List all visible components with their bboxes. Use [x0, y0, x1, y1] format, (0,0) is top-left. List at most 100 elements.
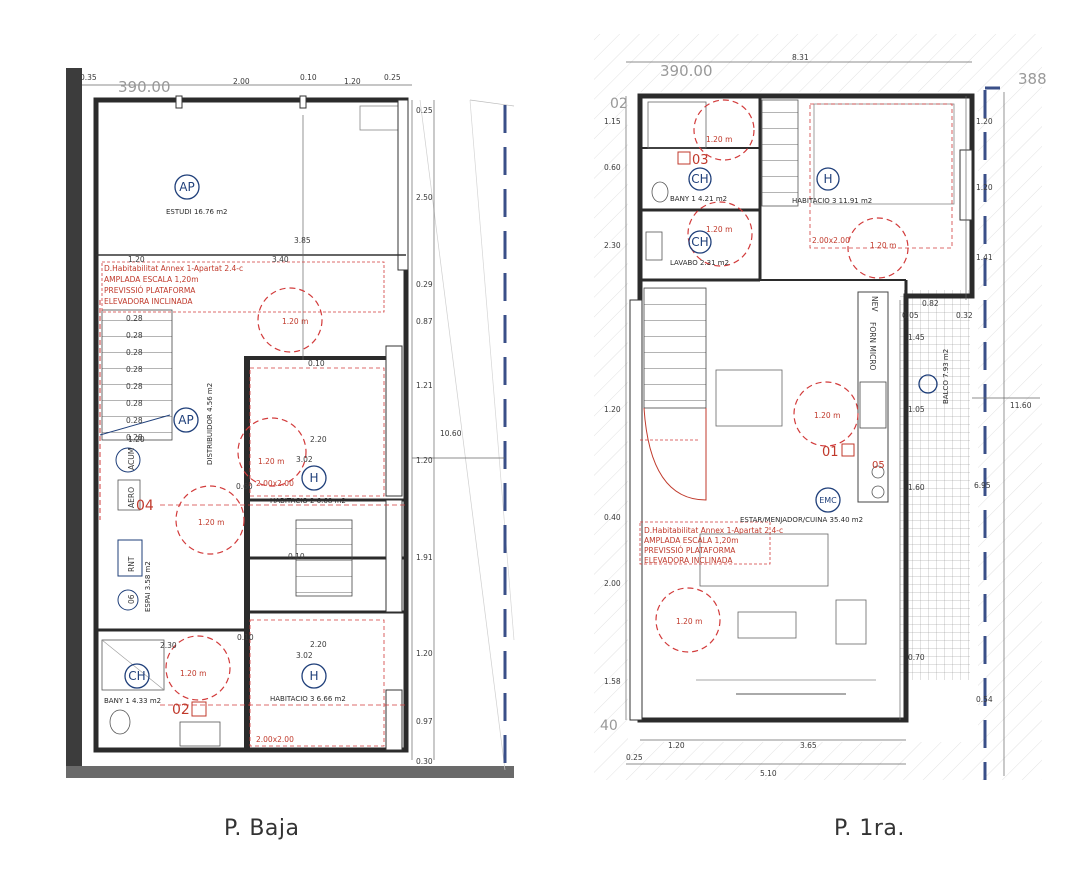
svg-text:0.54: 0.54 — [976, 695, 993, 704]
left-top-dim-4: 1.20 — [344, 77, 361, 86]
left-right-dim-9: 0.97 — [416, 717, 433, 726]
right-room-lavabo: LAVABO 2.31 m2 — [670, 259, 729, 267]
right-code-ch-1: CH — [691, 172, 708, 186]
left-plan: 390.00 0.35 2.00 0.10 1.20 0.25 — [66, 68, 515, 778]
left-misc-aero: AERO — [127, 487, 136, 508]
right-bed-label: 2.00x2.00 — [812, 236, 850, 245]
left-accessibility-note: D.Habitabilitat Annex 1-Apartat 2.4-c AM… — [104, 264, 243, 306]
svg-text:1.58: 1.58 — [604, 677, 621, 686]
svg-text:0.28: 0.28 — [126, 365, 143, 374]
right-misc-nev: NEV — [870, 296, 879, 312]
svg-text:1.20: 1.20 — [604, 405, 621, 414]
svg-text:0.28: 0.28 — [126, 348, 143, 357]
left-misc-acum: ACUM — [127, 448, 136, 470]
right-header-code: 390.00 — [660, 62, 713, 80]
svg-text:0.28: 0.28 — [126, 433, 143, 442]
right-left-dims: 1.15 0.60 2.30 1.20 0.40 2.00 1.58 — [604, 117, 621, 686]
svg-text:1.15: 1.15 — [604, 117, 621, 126]
right-accessibility-note: D.Habitabilitat Annex 1-Apartat 2.4-c AM… — [644, 526, 783, 565]
right-room-balco: BALCO 7.93 m2 — [942, 349, 950, 404]
left-room-hab3: HABITACIO 3 6.66 m2 — [270, 695, 346, 703]
svg-text:1.41: 1.41 — [976, 253, 993, 262]
right-turn-label-4: 1.20 m — [814, 411, 840, 420]
svg-text:0.32: 0.32 — [956, 311, 973, 320]
left-room-bany: BANY 1 4.33 m2 — [104, 697, 161, 705]
left-tag-04: 04 — [136, 498, 154, 514]
svg-text:ELEVADORA INCLINADA: ELEVADORA INCLINADA — [644, 556, 733, 565]
svg-text:AMPLADA ESCALA 1,20m: AMPLADA ESCALA 1,20m — [104, 275, 199, 284]
svg-text:PREVISSIÓ PLATAFORMA: PREVISSIÓ PLATAFORMA — [104, 286, 196, 295]
left-turn-label-3: 1.20 m — [198, 518, 224, 527]
left-code-ap-2: AP — [178, 413, 193, 427]
svg-text:ELEVADORA INCLINADA: ELEVADORA INCLINADA — [104, 297, 193, 306]
left-tag-02: 02 — [172, 702, 190, 718]
svg-text:0.28: 0.28 — [126, 382, 143, 391]
left-room-espai: ESPAI 3.58 m2 — [144, 561, 152, 612]
right-misc-40: 40 — [600, 718, 618, 734]
left-right-dim-3: 0.29 — [416, 280, 433, 289]
right-room-estar: ESTAR/MENJADOR/CUINA 35.40 m2 — [740, 516, 863, 524]
caption-planta-baja: P. Baja — [224, 816, 300, 841]
left-right-dim-2: 2.50 — [416, 193, 433, 202]
right-code-ch-2: CH — [691, 235, 708, 249]
left-inner-dim-1: 3.85 — [294, 236, 311, 245]
svg-text:1.20: 1.20 — [976, 183, 993, 192]
svg-text:2.30: 2.30 — [604, 241, 621, 250]
left-room-estudi: ESTUDI 16.76 m2 — [166, 208, 227, 216]
left-code-ap-1: AP — [179, 180, 194, 194]
left-inner-dim-6: 2.20 — [310, 640, 327, 649]
left-right-dim-7: 1.91 — [416, 553, 433, 562]
right-code-emc: EMC — [819, 496, 837, 505]
right-turn-label-3: 1.20 m — [870, 241, 896, 250]
left-room-distribuidor: DISTRIBUIDOR 4.56 m2 — [206, 383, 214, 465]
svg-text:0.28: 0.28 — [126, 416, 143, 425]
right-plan: 8.31 390.00 388 — [594, 34, 1047, 780]
right-outer-dim-2: 11.60 — [1010, 401, 1032, 410]
left-inner-dim-4: 2.20 — [310, 435, 327, 444]
svg-text:AMPLADA ESCALA 1,20m: AMPLADA ESCALA 1,20m — [644, 536, 739, 545]
right-misc-02: 02 — [610, 96, 628, 112]
right-header-code-2: 388 — [1018, 70, 1047, 88]
right-outer-dim-1: 6.95 — [974, 481, 991, 490]
right-code-h: H — [823, 172, 832, 186]
caption-planta-primera: P. 1ra. — [834, 816, 905, 841]
right-room-bany: BANY 1 4.21 m2 — [670, 195, 727, 203]
svg-text:0.70: 0.70 — [908, 653, 925, 662]
right-bottom-dim-4: 5.10 — [760, 769, 777, 778]
left-inner-dim-12: 0.10 — [288, 552, 305, 561]
left-code-ch: CH — [128, 669, 145, 683]
right-tag-05: 05 — [872, 460, 885, 471]
svg-text:1.05: 1.05 — [908, 405, 925, 414]
svg-text:D.Habitabilitat Annex 1-Aparta: D.Habitabilitat Annex 1-Apartat 2.4-c — [104, 264, 243, 273]
left-inner-dim-3: 1.20 — [128, 255, 145, 264]
left-right-dim-5: 1.21 — [416, 381, 433, 390]
left-room-hab2: HABITACIO 2 6.68 m2 — [270, 497, 346, 505]
left-top-dim-2: 2.00 — [233, 77, 250, 86]
right-tag-03: 03 — [692, 153, 709, 168]
left-right-dim-8: 1.20 — [416, 649, 433, 658]
right-bottom-dim-2: 3.65 — [800, 741, 817, 750]
right-bottom-dim-3: 0.25 — [626, 753, 643, 762]
right-turn-label-2: 1.20 m — [706, 225, 732, 234]
left-turn-label-1: 1.20 m — [282, 317, 308, 326]
left-code-h-1: H — [309, 471, 318, 485]
svg-text:0.60: 0.60 — [604, 163, 621, 172]
svg-text:1.20: 1.20 — [128, 435, 145, 444]
left-right-dim-10: 0.30 — [416, 757, 433, 766]
left-inner-dim-9: 0.10 — [237, 633, 254, 642]
left-header-code: 390.00 — [118, 78, 171, 96]
left-bed-label-2: 2.00x2.00 — [256, 735, 294, 744]
left-misc-rnt: RNT — [127, 556, 136, 572]
left-stair-dims: 0.28 0.28 0.28 0.28 0.28 0.28 0.28 0.28 … — [126, 314, 145, 444]
svg-text:2.00: 2.00 — [604, 579, 621, 588]
svg-text:1.20: 1.20 — [976, 117, 993, 126]
left-turn-label-2: 1.20 m — [258, 457, 284, 466]
left-total-dim: 10.60 — [440, 429, 462, 438]
svg-text:0.28: 0.28 — [126, 314, 143, 323]
left-top-dim-5: 0.25 — [384, 73, 401, 82]
svg-text:0.28: 0.28 — [126, 331, 143, 340]
left-right-dim-1: 0.25 — [416, 106, 433, 115]
left-turn-label-4: 1.20 m — [180, 669, 206, 678]
right-room-hab3: HABITACIO 3 11.91 m2 — [792, 197, 872, 205]
right-top-dim: 8.31 — [792, 53, 809, 62]
